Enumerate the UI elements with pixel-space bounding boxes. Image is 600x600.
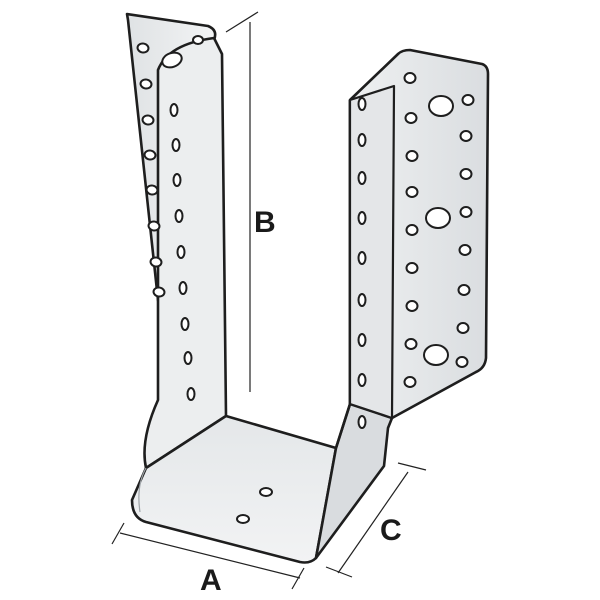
- right-flange-hole: [405, 224, 419, 236]
- left-flange-hole: [192, 35, 204, 45]
- dimension-guides: [111, 11, 427, 590]
- side-wall-hole: [169, 103, 179, 117]
- dimension-a-line: [119, 532, 301, 579]
- right-flange-large-hole: [423, 344, 449, 366]
- right-flange-hole: [459, 168, 473, 180]
- dimension-a-tick-left: [111, 522, 125, 545]
- dimension-c-line: [337, 471, 409, 574]
- right-wall-edge: [334, 100, 352, 449]
- side-wall-hole: [357, 97, 367, 111]
- right-flange-large-hole: [425, 207, 451, 229]
- right-flange-hole: [405, 150, 419, 162]
- right-flange-hole: [458, 244, 472, 256]
- left-flange-hole: [152, 286, 166, 298]
- side-wall-hole: [357, 373, 367, 387]
- right-flange-hole: [461, 94, 475, 106]
- side-wall-hole: [186, 387, 196, 401]
- hanger-body: [130, 36, 396, 564]
- dimension-c-tick-bottom: [325, 566, 353, 578]
- dimension-b-tick-top: [225, 11, 259, 33]
- side-wall-hole: [172, 173, 182, 187]
- side-wall-hole: [357, 133, 367, 147]
- dimension-label-b: B: [254, 206, 276, 239]
- side-wall-hole: [174, 209, 184, 223]
- side-wall-hole: [357, 293, 367, 307]
- base-hole: [236, 514, 250, 524]
- base-hole: [259, 487, 273, 497]
- right-flange-hole: [405, 300, 419, 312]
- holes: [136, 35, 475, 524]
- base-left-edge: [138, 467, 147, 513]
- side-wall-hole: [357, 171, 367, 185]
- right-flange-hole: [459, 206, 473, 218]
- left-flange-hole: [149, 256, 163, 268]
- side-wall-hole: [183, 351, 193, 365]
- right-flange-hole: [457, 284, 471, 296]
- right-flange-hole: [404, 338, 418, 350]
- dimension-label-a: A: [200, 564, 222, 597]
- side-wall-hole: [357, 251, 367, 265]
- right-flange-hole: [405, 262, 419, 274]
- side-wall-hole: [171, 138, 181, 152]
- dimension-label-c: C: [380, 514, 402, 547]
- right-flange-hole: [459, 130, 473, 142]
- left-flange-hole: [141, 114, 155, 126]
- side-wall-hole: [176, 245, 186, 259]
- dimension-a-tick-right: [291, 567, 305, 590]
- right-wall-strip: [348, 84, 396, 420]
- left-flange-hole: [147, 220, 161, 232]
- left-flange-large-hole: [161, 51, 183, 69]
- right-flange-large-hole: [428, 95, 454, 117]
- left-flange-hole: [145, 184, 159, 196]
- right-flange-hole: [456, 322, 470, 334]
- right-flange-hole: [455, 356, 469, 368]
- side-wall-hole: [357, 211, 367, 225]
- left-flange-hole: [136, 42, 150, 54]
- left-flange-hole: [139, 78, 153, 90]
- right-flange-hole: [405, 186, 419, 198]
- side-wall-hole: [357, 333, 367, 347]
- right-flange-hole: [403, 376, 417, 388]
- left-flange-hole: [143, 149, 157, 161]
- side-wall-hole: [178, 281, 188, 295]
- right-flange-hole: [403, 72, 417, 84]
- dimension-c-tick-top: [397, 462, 427, 471]
- right-flange-hole: [404, 112, 418, 124]
- side-wall-hole: [357, 415, 367, 429]
- side-wall-hole: [180, 317, 190, 331]
